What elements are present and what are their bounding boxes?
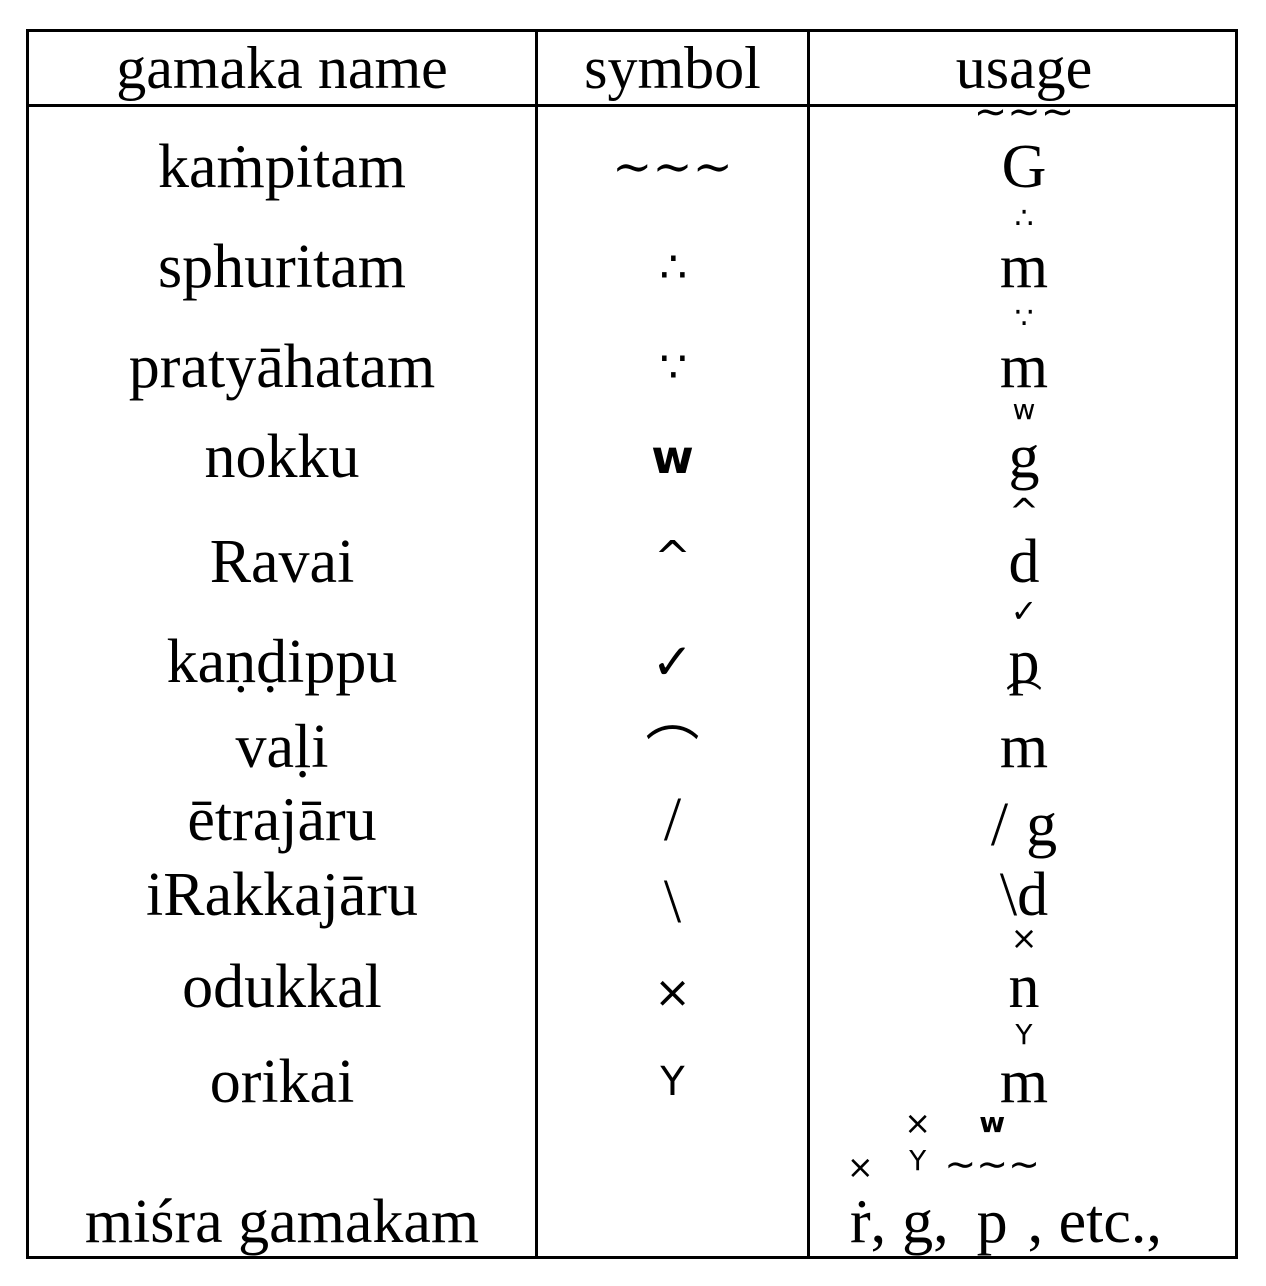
usage-separator: ,: [933, 1187, 949, 1256]
row-symbol: ∴: [659, 241, 688, 293]
usage-mark: /: [990, 790, 1009, 859]
usage-base: g: [902, 1188, 934, 1256]
row-name: sphuritam: [158, 232, 406, 301]
row-name: miśra gamakam: [84, 1187, 480, 1256]
row-symbol: ⌒: [645, 720, 700, 784]
row-usage: /g: [810, 787, 1238, 863]
usage-mark: ^: [1008, 492, 1040, 533]
usage-base: G: [1001, 133, 1047, 201]
usage-mark: \: [999, 860, 1018, 929]
row-name: odukkal: [182, 952, 382, 1021]
header-gamaka-name: gamaka name: [116, 34, 448, 101]
row-symbol: ✓: [651, 633, 694, 691]
row-symbol: ×: [654, 966, 691, 1018]
row-usage: ∼∼∼G: [810, 92, 1238, 207]
usage-mark: Y: [1015, 1018, 1033, 1051]
row-symbol: ^: [654, 531, 691, 583]
usage-separator: ,: [870, 1187, 887, 1256]
usage-base: g: [1008, 423, 1040, 491]
usage-mark: ×: [904, 1104, 932, 1142]
row-name: ētrajāru: [187, 785, 377, 854]
row-usage: ✓p: [810, 595, 1238, 702]
usage-base: m: [999, 713, 1049, 781]
header-symbol: symbol: [584, 34, 761, 101]
row-symbol: ∼∼∼: [612, 139, 733, 195]
row-name: Ravai: [209, 527, 355, 596]
usage-mark: ⌒: [1005, 679, 1042, 720]
usage-mark: ∼∼∼: [973, 89, 1075, 135]
usage-mark: ×: [846, 1148, 874, 1186]
row-usage: ∴m: [810, 204, 1238, 307]
usage-suffix: , etc.,: [1027, 1187, 1162, 1256]
usage-mark: ∵: [1014, 301, 1034, 336]
usage-mark: Y: [909, 1144, 927, 1177]
usage-mark: w: [1012, 393, 1036, 426]
row-name: iRakkajāru: [145, 860, 418, 929]
usage-mark: ∴: [1014, 201, 1034, 236]
usage-base: ṙ: [850, 1188, 871, 1256]
usage-mark: ×: [1010, 919, 1038, 957]
row-name: orikai: [209, 1047, 355, 1116]
column-divider: [535, 32, 538, 1256]
row-symbol: /: [663, 785, 682, 854]
row-symbol: \: [663, 867, 682, 936]
usage-base: d: [1017, 860, 1049, 929]
row-usage: ^d: [810, 495, 1238, 602]
gamaka-table: gamaka name symbol usage kaṁpitam ∼∼∼ ∼∼…: [26, 29, 1238, 1259]
usage-base: n: [1008, 953, 1040, 1021]
row-usage: ×n: [810, 922, 1238, 1027]
row-symbol: ∵: [659, 341, 688, 393]
usage-mark: ∼∼∼: [944, 1142, 1040, 1186]
row-usage: ⌒m: [810, 682, 1238, 787]
header-usage: usage: [955, 34, 1093, 101]
usage-base: m: [999, 333, 1049, 401]
row-name: nokku: [204, 422, 360, 491]
row-name: vaḷi: [235, 712, 329, 781]
row-name: pratyāhatam: [128, 332, 436, 401]
usage-base: d: [1008, 528, 1040, 596]
usage-base: g: [1026, 790, 1058, 859]
usage-base: p: [1008, 628, 1040, 696]
usage-base: p: [976, 1188, 1008, 1256]
row-name: kaṇḍippu: [166, 627, 398, 696]
row-usage: ∵m: [810, 304, 1238, 407]
row-symbol: [538, 1182, 807, 1262]
row-symbol: w: [651, 430, 694, 484]
usage-mark: w: [979, 1106, 1006, 1139]
row-symbol: Y: [660, 1059, 685, 1105]
header-rule: [29, 104, 1235, 107]
column-divider: [807, 32, 810, 1256]
usage-base: m: [999, 1048, 1049, 1116]
row-name: kaṁpitam: [158, 132, 406, 201]
usage-mark: ✓: [1010, 592, 1038, 630]
usage-base: m: [999, 233, 1049, 301]
row-usage: \d: [810, 857, 1238, 933]
